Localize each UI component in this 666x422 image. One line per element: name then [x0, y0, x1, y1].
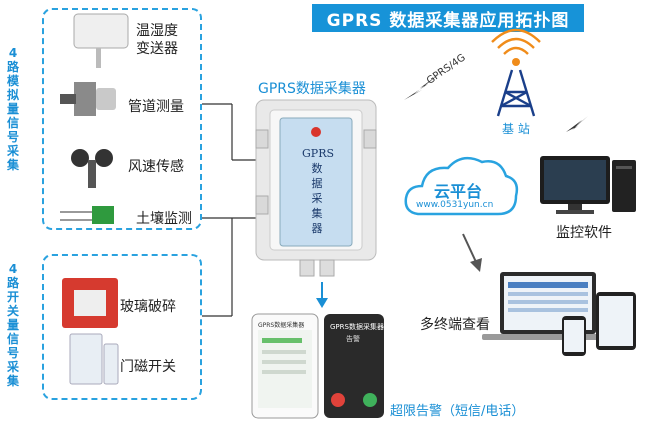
alarm-arrow — [316, 282, 328, 308]
cloud-icon — [404, 156, 519, 216]
device-label-door-magnet: 门磁开关 — [120, 359, 176, 375]
gprs-collector-device-icon — [255, 99, 377, 277]
switch-label-char-1: 路 — [6, 276, 19, 290]
device-label-pipe: 管道测量 — [128, 99, 184, 115]
collector-face-char-4: 集 — [311, 207, 323, 220]
device-bus-lines — [202, 103, 258, 317]
analog-label-char-0: 4 — [8, 46, 18, 60]
switch-label-char-5: 信 — [6, 332, 19, 346]
collector-face-char-5: 器 — [311, 222, 323, 235]
multi-terminal-label: 多终端查看 — [420, 317, 490, 333]
analog-signal-group — [42, 8, 202, 230]
switch-signal-group — [42, 254, 202, 400]
cloud-title: 云平台 — [434, 182, 483, 201]
collector-face-text: GPRS 数据采集器 — [302, 146, 335, 236]
collector-face-char-0: GPRS — [302, 147, 335, 160]
analog-label-char-3: 拟 — [6, 88, 19, 102]
switch-label-char-0: 4 — [8, 262, 18, 276]
analog-label-char-8: 集 — [6, 158, 19, 172]
analog-label-char-2: 模 — [6, 74, 19, 88]
analog-label-char-1: 路 — [6, 60, 19, 74]
device-label-glass-break: 玻璃破碎 — [120, 299, 176, 315]
diagram-title: GPRS 数据采集器应用拓扑图 — [312, 4, 584, 32]
call-phone-subtitle: 告警 — [346, 335, 360, 343]
cloud-url: www.0531yun.cn — [416, 200, 494, 210]
switch-label-char-7: 采 — [6, 360, 19, 374]
multi-terminal-devices-icon — [482, 272, 636, 356]
switch-label-char-8: 集 — [6, 374, 19, 388]
analog-label-char-6: 号 — [6, 130, 19, 144]
gprs-lightning-icon — [404, 72, 442, 100]
collector-face-char-2: 据 — [311, 177, 323, 190]
switch-label-char-3: 关 — [6, 304, 19, 318]
analog-label-char-5: 信 — [6, 116, 19, 130]
switch-label-char-2: 开 — [6, 290, 19, 304]
collector-caption: GPRS数据采集器 — [258, 81, 366, 97]
desktop-pc-icon — [540, 156, 636, 214]
sensor-icons — [60, 13, 129, 385]
monitor-software-label: 监控软件 — [556, 225, 612, 241]
station-lightning-icon — [566, 116, 588, 132]
device-label-temp-humidity: 温湿度 变送器 — [136, 23, 178, 57]
alarm-label: 超限告警（短信/电话） — [390, 404, 525, 419]
device-label-anemometer: 风速传感 — [128, 159, 184, 175]
collector-face-char-1: 数 — [311, 162, 323, 175]
switch-label-char-6: 号 — [6, 346, 19, 360]
switch-label-char-4: 量 — [6, 318, 19, 332]
sms-phone-title: GPRS数据采集器 — [258, 322, 305, 329]
alarm-phones-icon — [251, 313, 384, 419]
base-station-label: 基 站 — [502, 122, 530, 136]
device-label-soil: 土壤监测 — [136, 211, 192, 227]
call-phone-title: GPRS数据采集器 — [330, 323, 384, 331]
analog-label-char-4: 量 — [6, 102, 19, 116]
analog-label-char-7: 采 — [6, 144, 19, 158]
collector-face-char-3: 采 — [311, 192, 323, 205]
terminal-arrow — [462, 233, 482, 272]
base-station-tower-icon — [491, 28, 541, 117]
